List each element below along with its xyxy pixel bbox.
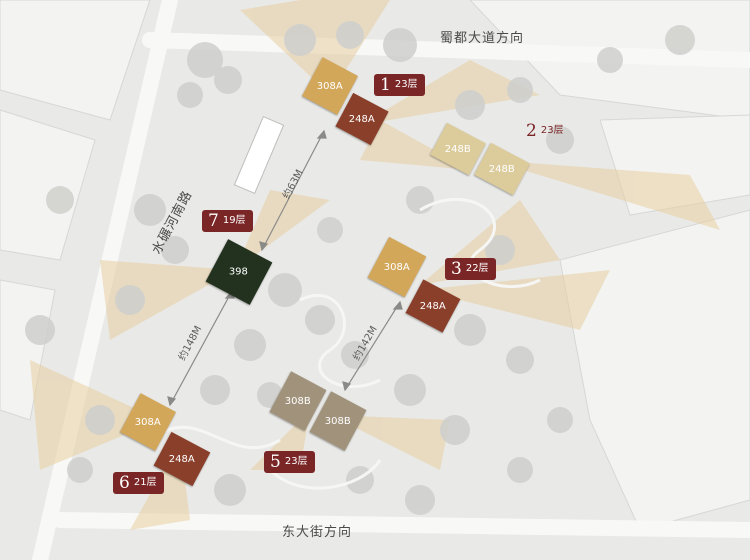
building-2-tag[interactable]: 2 23层 bbox=[520, 120, 571, 142]
building-1-number: 1 bbox=[380, 75, 391, 95]
road-label-south: 东大街方向 bbox=[282, 525, 353, 540]
building-7-floors: 19层 bbox=[222, 215, 246, 226]
building-1-tag[interactable]: 1 23层 bbox=[374, 74, 425, 96]
road-label-north: 蜀都大道方向 bbox=[440, 31, 525, 46]
building-6-tag[interactable]: 6 21层 bbox=[113, 472, 164, 494]
building-7-tag[interactable]: 7 19层 bbox=[202, 210, 253, 232]
distance-line-1-7 bbox=[261, 130, 325, 251]
building-6-number: 6 bbox=[119, 473, 130, 493]
building-7-number: 7 bbox=[208, 211, 219, 231]
building-5-tag[interactable]: 5 23层 bbox=[264, 451, 315, 473]
building-6-floors: 21层 bbox=[133, 477, 157, 488]
distance-line-7-6 bbox=[169, 290, 233, 406]
building-2-floors: 23层 bbox=[540, 125, 564, 136]
building-3-tag[interactable]: 3 22层 bbox=[445, 258, 496, 280]
building-3-number: 3 bbox=[451, 259, 462, 279]
building-2-number: 2 bbox=[526, 121, 537, 141]
building-1-floors: 23层 bbox=[394, 79, 418, 90]
building-5-floors: 23层 bbox=[284, 456, 308, 467]
distance-line-3-5 bbox=[344, 301, 401, 391]
building-3-floors: 22层 bbox=[465, 263, 489, 274]
building-5-number: 5 bbox=[270, 452, 281, 472]
